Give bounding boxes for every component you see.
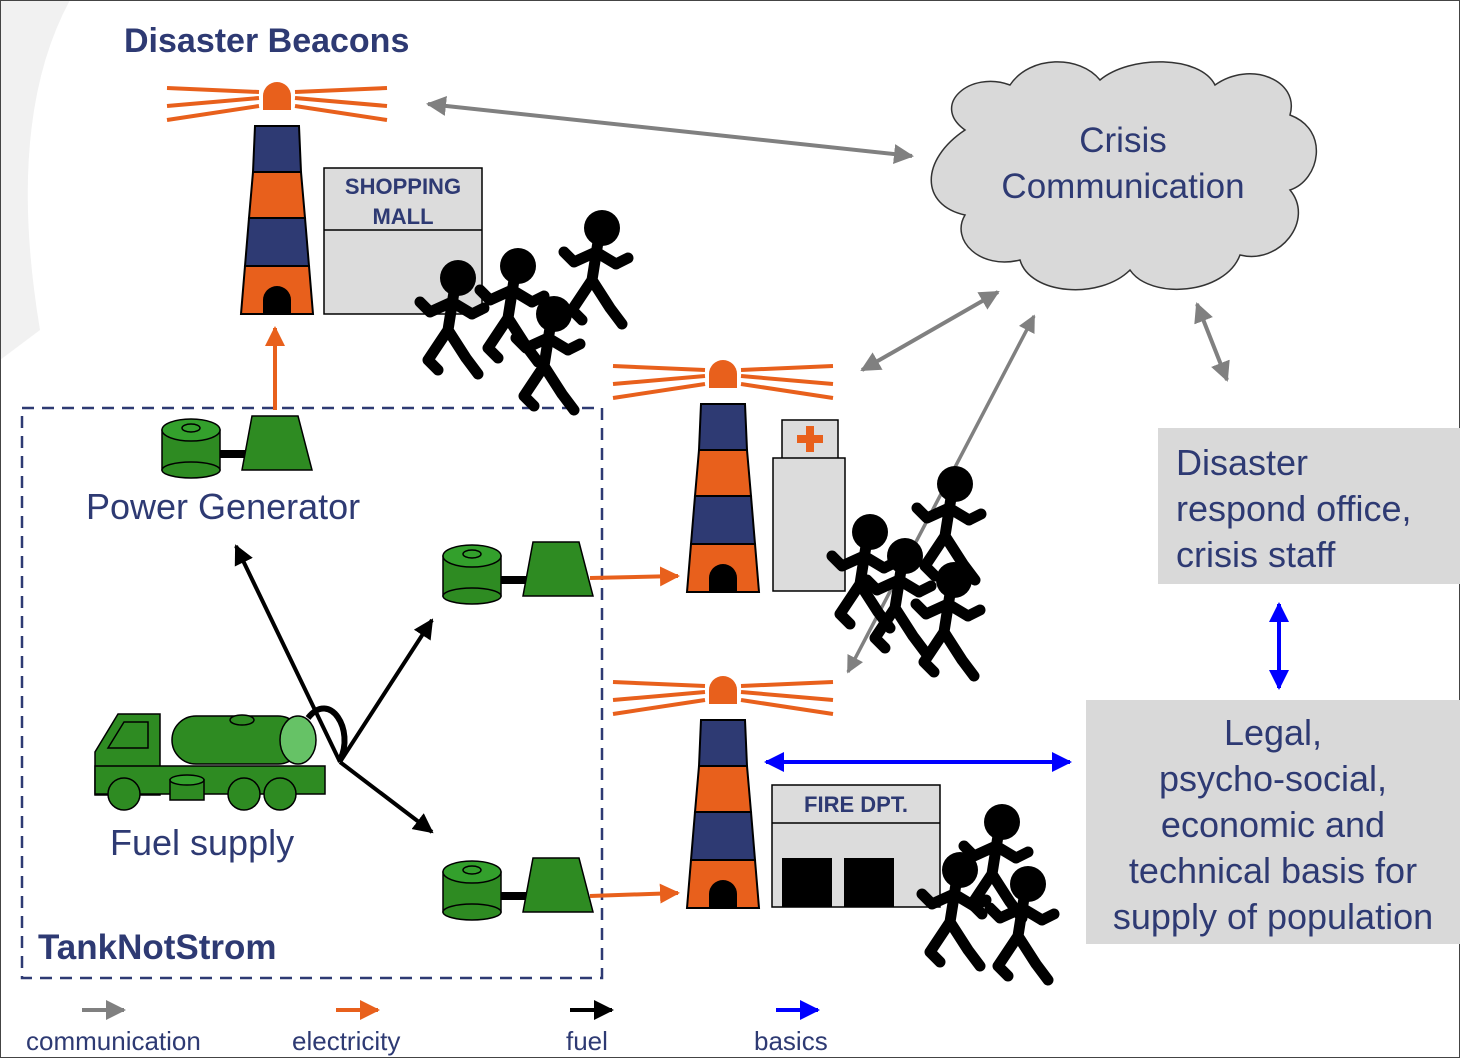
hospital-building (772, 419, 846, 592)
disaster-office-line: Disaster (1176, 442, 1309, 483)
legal-basis-line: economic and (1160, 804, 1386, 845)
background-swirl (0, 0, 70, 360)
fuel-arrow-power-generator (234, 544, 342, 763)
diagram-title: Disaster Beacons (124, 22, 410, 60)
fuel-arrow-generator2 (338, 618, 434, 764)
disaster-office-box: Disaster respond office, crisis staff (1158, 428, 1460, 584)
person-icon (867, 538, 931, 652)
fire-dpt-sign: FIRE DPT. (804, 792, 908, 817)
legal-basis-box: Legal, psycho-social, economic and techn… (1086, 700, 1460, 944)
legend-label-communication: communication (26, 1026, 201, 1056)
crisis-cloud (930, 61, 1317, 291)
legend-label-electricity: electricity (292, 1026, 401, 1056)
shopping-mall-sign-line: SHOPPING (344, 174, 462, 199)
comm-arrow-cloud-office (1194, 302, 1230, 382)
person-icon (916, 562, 980, 676)
legal-basis-line: Legal, (1223, 712, 1323, 753)
fire-dpt-building (771, 784, 941, 908)
shopping-mall-sign: SHOPPING MALL (324, 172, 482, 232)
disaster-office-line: respond office, (1176, 488, 1412, 529)
power-generator-icon (161, 415, 313, 479)
person-icon (564, 210, 628, 324)
shopping-mall-sign-line: MALL (372, 204, 434, 229)
power-generator-label: Power Generator (86, 486, 361, 527)
legend-label-basics: basics (754, 1026, 828, 1056)
electricity-arrow-2 (589, 566, 680, 587)
fuel-arrow-generator3 (338, 760, 434, 834)
tanknotstrom-label: TankNotStrom (38, 928, 277, 967)
tanknotstrom-region (20, 406, 604, 980)
legal-basis-line: technical basis for (1128, 850, 1418, 891)
fuel-supply-label: Fuel supply (110, 822, 295, 863)
legal-basis-line: psycho-social, (1158, 758, 1388, 799)
fuel-truck-icon (94, 713, 326, 811)
electricity-arrow-3 (589, 883, 680, 904)
cloud-label-line: Crisis (1079, 121, 1167, 160)
legal-basis-line: supply of population (1112, 896, 1434, 937)
cloud-label: Crisis Communication (988, 118, 1258, 210)
cloud-label-line: Communication (1001, 167, 1245, 206)
generator-icon (442, 541, 594, 605)
comm-arrow-cloud-beacon1 (426, 95, 914, 165)
comm-arrow-cloud-beacon2 (860, 290, 1000, 372)
legend-label-fuel: fuel (566, 1026, 608, 1056)
generator-icon (442, 857, 594, 921)
disaster-office-line: crisis staff (1176, 534, 1336, 575)
